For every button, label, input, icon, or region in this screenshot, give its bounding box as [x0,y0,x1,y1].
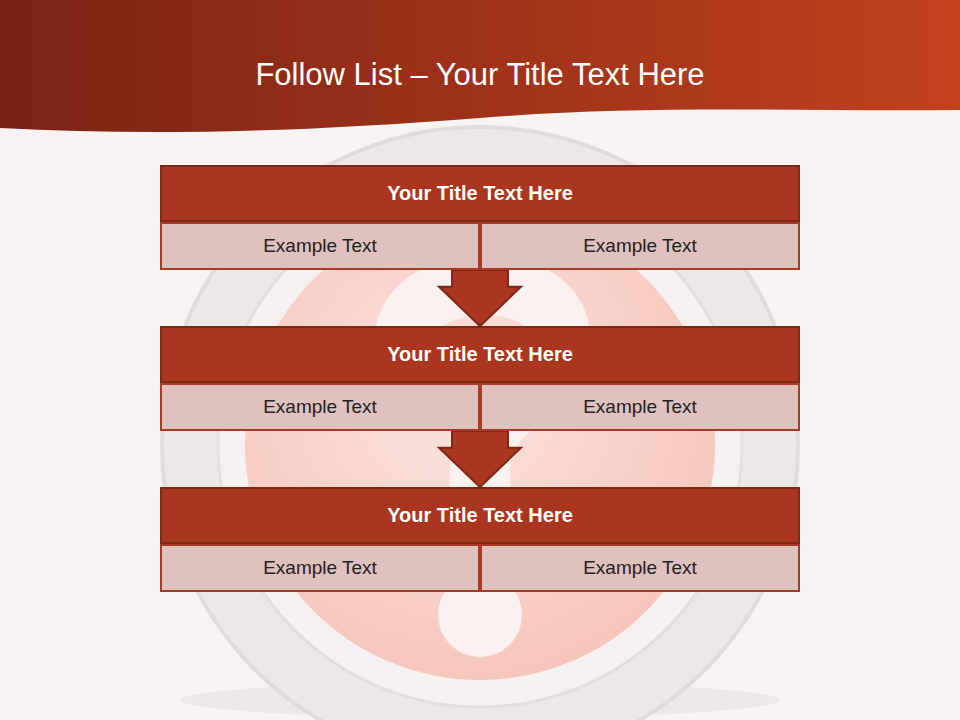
cell-text: Example Text [583,557,697,579]
cell-text: Example Text [263,557,377,579]
block-arrow [439,270,521,326]
text-cell: Example Text [160,383,480,431]
heading-text: Your Title Text Here [387,504,573,527]
cell-text: Example Text [583,235,697,257]
cell-text: Example Text [263,396,377,418]
list-band: Your Title Text HereExample Text Example … [160,487,800,592]
text-cell: Example Text [160,222,480,270]
header-banner [0,0,960,132]
text-cell: Example Text [480,222,800,270]
text-cell: Example Text [480,383,800,431]
band-heading: Your Title Text Here [160,165,800,222]
text-cell: Example Text [480,544,800,592]
list-band: Your Title Text HereExample Text Example … [160,165,800,270]
cell-text: Example Text [263,235,377,257]
band-heading: Your Title Text Here [160,487,800,544]
block-arrow [439,431,521,487]
text-cell: Example Text [160,544,480,592]
heading-text: Your Title Text Here [387,182,573,205]
band-heading: Your Title Text Here [160,326,800,383]
cell-text: Example Text [583,396,697,418]
heading-text: Your Title Text Here [387,343,573,366]
slide-title: Follow List – Your Title Text Here [0,52,960,98]
list-band: Your Title Text HereExample Text Example … [160,326,800,431]
